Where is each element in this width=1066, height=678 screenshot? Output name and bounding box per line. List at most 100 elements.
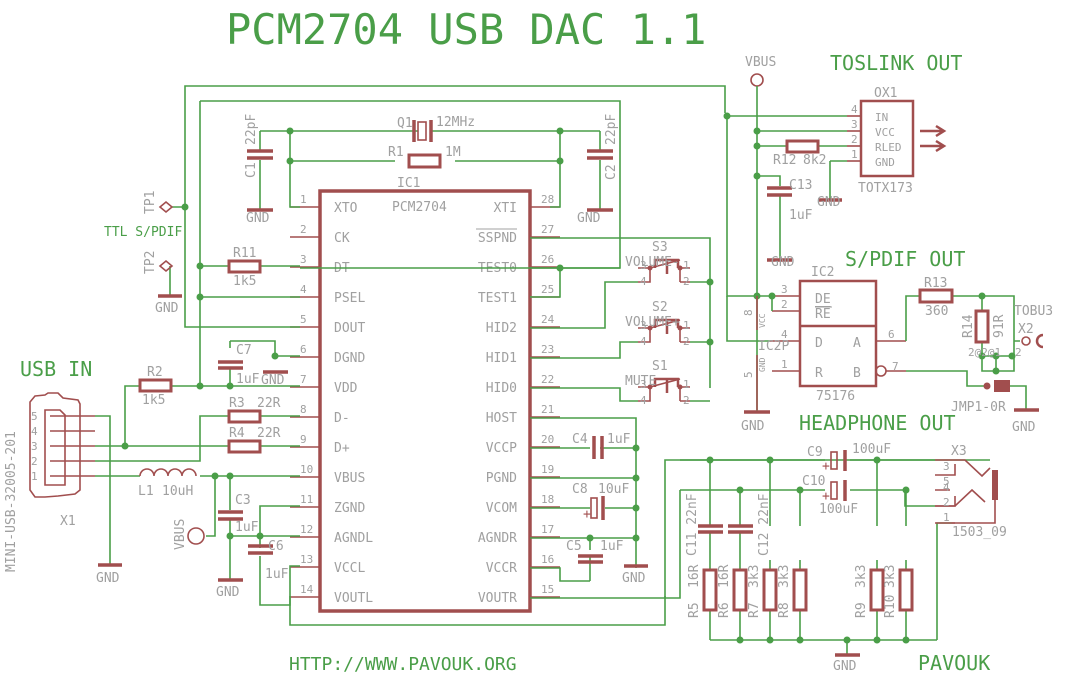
ic2-body [798, 279, 878, 388]
r12-value: 8k2 [803, 153, 826, 168]
c7-ref: C7 [236, 343, 252, 358]
ic1-pin-number: 25 [541, 283, 554, 296]
c4-ref: C4 [572, 432, 588, 447]
ic1-pin-name: PGND [486, 471, 517, 486]
ic1-pin-name: ZGND [334, 501, 365, 516]
x1-ref: X1 [60, 514, 76, 529]
c3-ref: C3 [235, 493, 251, 508]
ic1-body [318, 189, 532, 613]
x3-pin-number: 1 [943, 511, 950, 524]
r7-resistor [762, 568, 778, 612]
r5-value: 16R [687, 564, 702, 588]
switch-pin-number: 4 [640, 394, 647, 407]
ic1-pin-number: 17 [541, 523, 554, 536]
s1-ref: S1 [652, 359, 668, 374]
ic2-ref: IC2 [811, 265, 834, 280]
ic1-pin-number: 18 [541, 493, 554, 506]
ic1-pin-name: VCCL [334, 561, 365, 576]
r8-resistor [792, 568, 808, 612]
r7-ref: R7 [747, 602, 762, 618]
ic1-pin-number: 9 [300, 433, 307, 446]
x1-pin-number: 3 [31, 440, 38, 453]
ic1-pin-name: XTI [494, 201, 517, 216]
ic1-pin-name: VCCR [486, 561, 517, 576]
r13-value: 360 [925, 304, 948, 319]
x2-pin-labels: 2@2@1 [968, 346, 1001, 359]
ic1-part: PCM2704 [392, 200, 447, 215]
ic1-pin-number: 16 [541, 553, 554, 566]
ic2-pin-d: D [815, 336, 823, 351]
c2-ref: C2 [604, 164, 619, 180]
x3-pin-number: 4 [943, 481, 950, 494]
switch-pin-number: 2 [683, 275, 690, 288]
ic1-pin-name: XTO [334, 201, 358, 216]
r1-ref: R1 [388, 145, 404, 160]
ic1-pin-name: VBUS [334, 471, 365, 486]
ic1-pin-name: HOST [486, 411, 517, 426]
ic1-pin-number: 11 [300, 493, 313, 506]
c5-ref: C5 [566, 539, 582, 554]
optical-output-arrows [920, 124, 947, 153]
c6-value: 1uF [265, 567, 289, 582]
ic1-pin-name: AGNDR [478, 531, 517, 546]
c8-capacitor [590, 497, 598, 519]
r11-value: 1k5 [233, 274, 256, 289]
r6-value: 16R [717, 564, 732, 588]
r3-resistor [227, 409, 262, 424]
schematic-title: PCM2704 USB DAC 1.1 [226, 5, 706, 54]
r8-value: 3k3 [777, 565, 792, 588]
c13-value: 1uF [789, 208, 813, 223]
c8-ref: C8 [572, 482, 588, 497]
ic2-pin-b: B [853, 366, 861, 381]
ic1-pin-name: TEST1 [478, 291, 517, 306]
ox1-pin-name: IN [875, 111, 888, 124]
l1-value: 10uH [162, 484, 193, 499]
l1-inductor [139, 468, 197, 477]
ic1-pin-number: 5 [300, 313, 307, 326]
x3-pin-number: 2 [943, 496, 950, 509]
ic1-pin-name: PSEL [334, 291, 365, 306]
switch-pin-number: 3 [640, 378, 647, 391]
ic2-pin1-num: 1 [781, 358, 788, 371]
ox1-ref: OX1 [874, 86, 897, 101]
ic2-power-ref: IC2P [758, 339, 789, 354]
footer-url[interactable]: HTTP://WWW.PAVOUK.ORG [289, 654, 517, 675]
s1-label: MUTE [625, 374, 656, 389]
ic1-pin-number: 27 [541, 223, 554, 236]
r6-resistor [732, 568, 748, 612]
jmp1-ref: JMP1-0R [951, 400, 1006, 415]
ic1-pin-number: 10 [300, 463, 313, 476]
jmp1-jumper [994, 380, 1010, 392]
s2-label: VOLUME+ [625, 315, 680, 330]
ic1-pin-name: VOUTL [334, 591, 373, 606]
ic1-pin-name: AGNDL [334, 531, 373, 546]
ttl-spdif-section: TP1 TP2 TTL S/PDIF GND R11 1k5 [104, 85, 726, 388]
gnd-label: GND [771, 255, 795, 270]
ic1-pin-name: SSPND [478, 231, 517, 246]
switch-pin-number: 2 [683, 394, 690, 407]
r5-ref: R5 [687, 602, 702, 618]
x1-usb-connector [29, 392, 81, 498]
switch-pin-number: 1 [683, 259, 690, 272]
ic1-pin-number: 3 [300, 253, 307, 266]
ttl-spdif-label: TTL S/PDIF [104, 225, 182, 240]
ic1-pin-number: 4 [300, 283, 307, 296]
x1-pin-number: 4 [31, 425, 38, 438]
switch-pin-number: 1 [683, 319, 690, 332]
switch-pin-number: 1 [683, 378, 690, 391]
ic1-pin-name: DOUT [334, 321, 365, 336]
ic2-pin2-num: 2 [781, 298, 788, 311]
ic1-pin-name: HID0 [486, 381, 517, 396]
usb-in-heading: USB IN [20, 357, 92, 381]
ic1-pin-number: 22 [541, 373, 554, 386]
r13-resistor [918, 288, 954, 304]
ic2-gnd-pin: 5 [742, 371, 755, 378]
ox1-pin-name: VCC [875, 126, 895, 139]
toslink-section: TOSLINK OUT VBUS OX1 TOTX173 4IN3VCC2RLE… [723, 51, 962, 412]
x2-ref: X2 [1018, 322, 1034, 337]
r13-ref: R13 [924, 276, 947, 291]
